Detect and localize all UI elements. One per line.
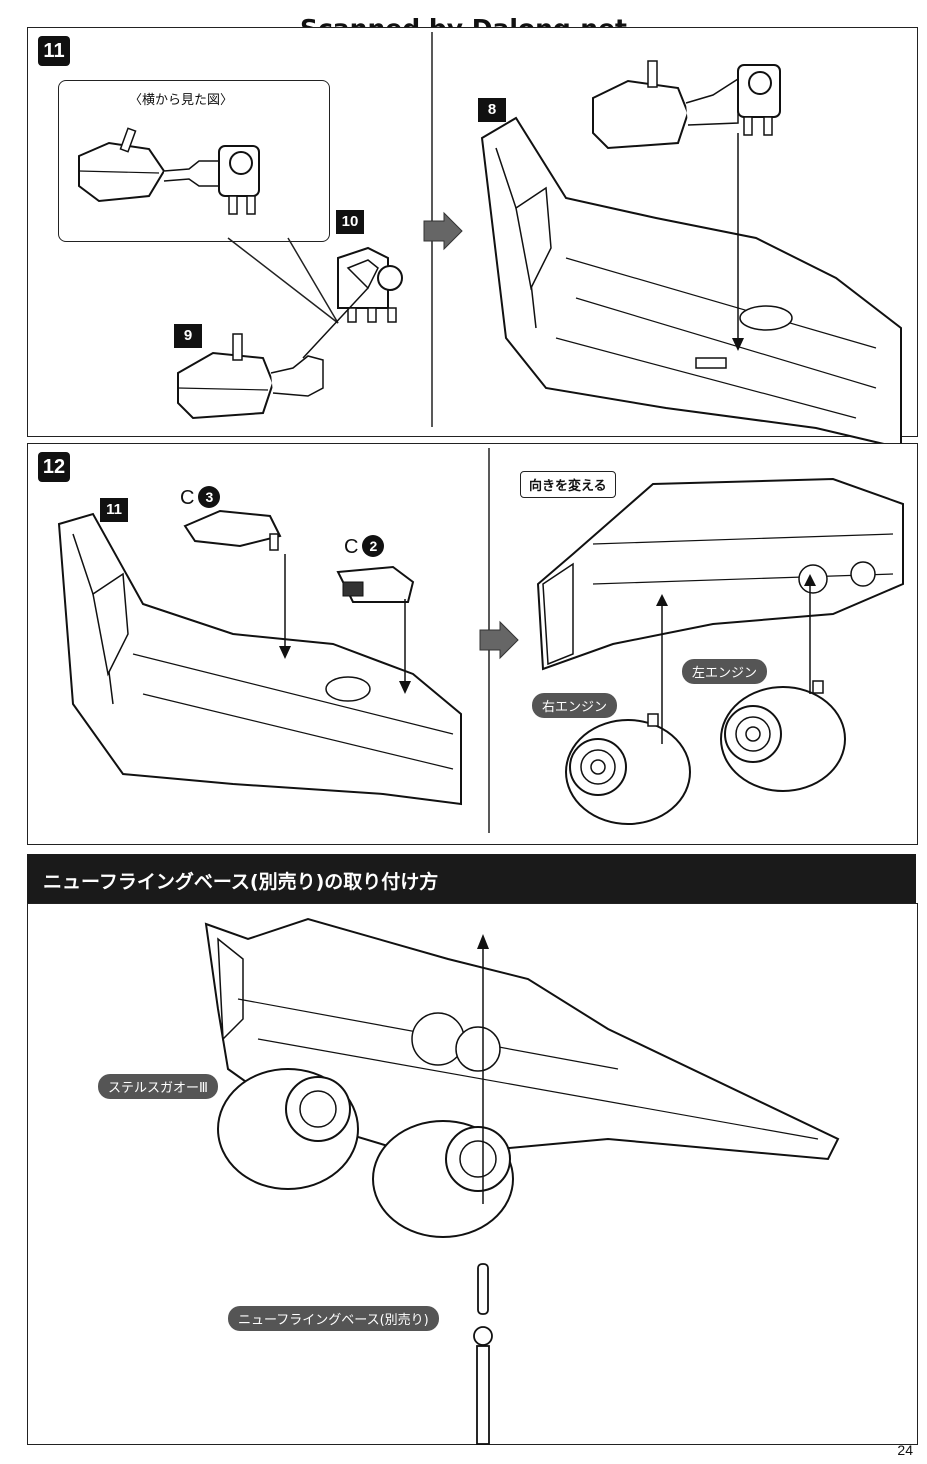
part-number-11: 11 <box>100 498 128 522</box>
part-9-drawing <box>177 333 324 420</box>
assembly-line <box>399 599 411 694</box>
step-number-12: 12 <box>38 452 70 482</box>
model-name-label: ステルスガオーⅢ <box>98 1074 218 1099</box>
flying-base-stand-drawing <box>473 934 493 1445</box>
side-view-callout: 〈横から見た図〉 <box>58 80 330 242</box>
part-ref-letter: C <box>180 487 195 509</box>
part-c2-drawing <box>336 565 415 603</box>
assembly-line <box>279 554 291 659</box>
flying-base-panel: ステルスガオーⅢ ニューフライングベース(別売り) <box>27 903 918 1445</box>
assembly-line <box>656 594 668 744</box>
part-ref-letter: C <box>344 536 359 558</box>
part-8-drawing <box>592 60 781 150</box>
assembly-line <box>804 574 816 694</box>
page-number: 24 <box>897 1442 913 1458</box>
right-engine-label: 右エンジン <box>532 693 618 718</box>
part-c3-drawing <box>183 509 282 551</box>
flying-base-label: ニューフライングベース(別売り) <box>228 1306 439 1331</box>
left-engine-drawing <box>720 680 846 792</box>
callout-pointer <box>227 237 339 324</box>
section-title: ニューフライングベース(別売り)の取り付け方 <box>43 871 439 893</box>
left-engine-label: 左エンジン <box>682 659 768 684</box>
part-number-9: 9 <box>174 324 202 348</box>
aircraft-body-drawing <box>57 512 462 806</box>
part-ref-number: 2 <box>362 535 385 557</box>
aircraft-assembled-drawing <box>204 917 840 1238</box>
part-number-10: 10 <box>336 210 364 234</box>
step-11-panel: 11 〈横から見た図〉 10 9 <box>27 27 918 450</box>
side-view-part-drawing <box>78 127 260 215</box>
section-header: ニューフライングベース(別売り)の取り付け方 <box>27 854 916 904</box>
aircraft-body-drawing <box>480 116 902 450</box>
part-ref-number: 3 <box>198 486 221 508</box>
next-step-arrow <box>423 211 463 251</box>
assembly-line <box>732 133 744 351</box>
next-step-arrow <box>479 620 519 660</box>
part-10-drawing <box>337 246 403 323</box>
aircraft-body-drawing <box>536 477 904 671</box>
part-number-8: 8 <box>478 98 506 122</box>
callout-title: 〈横から見た図〉 <box>129 93 234 108</box>
step-number-11: 11 <box>38 36 70 66</box>
turn-label: 向きを変える <box>520 471 616 498</box>
assembly-line <box>302 287 369 359</box>
right-engine-drawing <box>565 713 691 825</box>
